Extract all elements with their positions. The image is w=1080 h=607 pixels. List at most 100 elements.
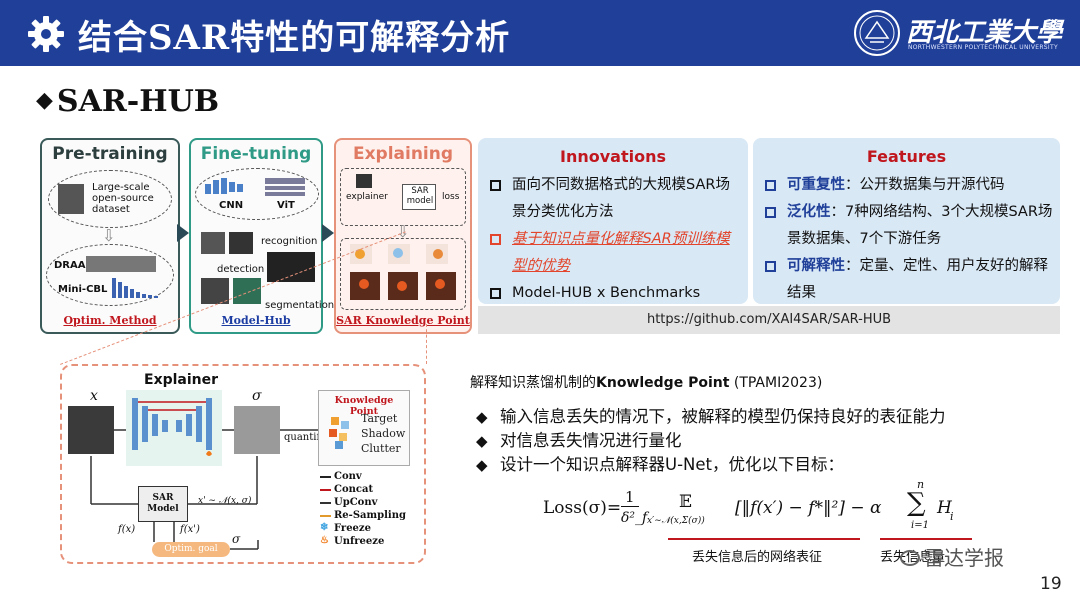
loss-label: loss — [442, 192, 460, 202]
feature-text: ：7种网络结构、3个大规模SAR场景数据集、7个下游任务 — [787, 204, 1053, 247]
input-image — [68, 406, 114, 454]
zoom-connector — [426, 324, 427, 364]
recognition-label: recognition — [261, 236, 318, 247]
explaining-stage: Explaining explainer SAR model loss ⇩ SA… — [334, 138, 472, 334]
sar-model-text: SAR Model — [147, 493, 179, 514]
draa-label: DRAA — [54, 260, 86, 271]
finetuning-footer: Model-Hub — [221, 314, 291, 327]
legend-label: Concat — [334, 484, 374, 495]
kp-item: Shadow — [361, 427, 406, 440]
dataset-label: Large-scale open-source dataset — [92, 182, 154, 215]
innovation-item: Model-HUB x Benchmarks — [488, 280, 742, 307]
diamond-bullet-icon: ◆ — [476, 408, 488, 426]
innovation-item: 基于知识点量化解释SAR预训练模型的优势 — [488, 226, 742, 280]
fxp-label: f(x') — [180, 524, 200, 535]
knowledge-point-box — [340, 238, 466, 310]
caption-prefix: 解释知识蒸馏机制的 — [470, 375, 596, 391]
segmentation-label: segmentation — [265, 300, 335, 311]
diamond-bullet-icon: ◆ — [476, 432, 488, 450]
sar-model-label: SAR model — [406, 186, 434, 206]
detection-label: detection — [217, 264, 265, 275]
university-name: 西北工業大學 — [906, 18, 1063, 48]
legend-item: ❄ Freeze — [320, 522, 406, 535]
formula-term: [‖f(x′) − f*‖²] − α — [735, 498, 882, 518]
cnn-diagram-icon — [205, 178, 243, 194]
section-title: SAR-HUB — [56, 84, 220, 119]
kp-item: Clutter — [361, 442, 401, 455]
explaining-title: Explaining — [352, 144, 454, 164]
explaining-footer: SAR Knowledge Point — [336, 314, 470, 327]
legend-swatch — [320, 502, 331, 504]
snowflake-icon: ❄ — [320, 522, 329, 533]
segmentation-thumbnail — [233, 278, 261, 304]
features-list: 可重复性：公开数据集与开源代码 泛化性：7种网络结构、3个大规模SAR场景数据集… — [763, 172, 1054, 307]
knowledge-point-thumbnails — [350, 244, 456, 300]
section-heading: ◆SAR-HUB — [36, 84, 219, 119]
bullet-item: ◆ 输入信息丢失的情况下，被解释的模型仍保持良好的表征能力 — [476, 405, 946, 429]
segmentation-thumbnail — [201, 278, 229, 304]
page-number: 19 — [1040, 574, 1062, 594]
explainer-label: explainer — [346, 192, 388, 202]
kp-title: Knowledge Point — [334, 395, 394, 417]
info-loss-underline — [880, 538, 972, 540]
diamond-bullet-icon: ◆ — [476, 456, 488, 474]
header-bar: 结合SAR特性的可解释分析 西北工業大學 NORTHWESTERN POLYTE… — [0, 0, 1080, 66]
bullet-text: 输入信息丢失的情况下，被解释的模型仍保持良好的表征能力 — [500, 407, 946, 426]
fx-label: f(x) — [118, 524, 136, 535]
github-link[interactable]: https://github.com/XAI4SAR/SAR-HUB — [478, 306, 1060, 334]
gear-icon — [28, 16, 64, 52]
innovation-text: Model-HUB x Benchmarks — [512, 285, 701, 301]
legend-label: Re-Sampling — [334, 510, 406, 521]
draa-thumbnails — [86, 256, 156, 272]
bullet-text: 设计一个知识点解释器U-Net，优化以下目标： — [500, 455, 844, 474]
formula-expect: 𝔼 — [679, 492, 692, 512]
bullet-item: ◆ 设计一个知识点解释器U-Net，优化以下目标： — [476, 453, 946, 477]
representation-note: 丢失信息后的网络表征 — [692, 550, 823, 565]
feature-item: 泛化性：7种网络结构、3个大规模SAR场景数据集、7个下游任务 — [763, 199, 1054, 253]
task-thumbnail — [229, 232, 253, 254]
explainer-sar-model: SAR Model — [138, 486, 188, 522]
sigma-label: σ — [252, 388, 262, 404]
feature-item: 可重复性：公开数据集与开源代码 — [763, 172, 1054, 199]
features-title: Features — [866, 147, 947, 166]
formula-frac-den: δ²_f — [621, 510, 648, 526]
knowledge-point-cluster-icon — [329, 417, 349, 449]
detection-thumbnail — [267, 252, 315, 282]
legend-item: Re-Sampling — [320, 509, 406, 522]
vit-label: ViT — [277, 200, 295, 211]
models-ellipse — [195, 168, 319, 220]
formula-sum: ∑ — [907, 488, 926, 518]
legend-item: UpConv — [320, 496, 406, 509]
formula-frac-num: 1 — [625, 488, 635, 506]
feature-item: 可解释性：定量、定性、用户友好的解释结果 — [763, 253, 1054, 307]
feature-key: 可解释性 — [787, 258, 845, 274]
checkbox-icon — [490, 180, 501, 191]
wechat-icon — [900, 550, 920, 566]
explainer-arrows — [90, 429, 318, 550]
legend-swatch — [320, 515, 331, 517]
checkbox-icon — [765, 180, 776, 191]
representation-underline — [668, 538, 860, 540]
bullet-text: 对信息丢失情况进行量化 — [500, 431, 682, 450]
flame-icon: ♨ — [320, 535, 329, 546]
knowledge-point-caption: 解释知识蒸馏机制的Knowledge Point (TPAMI2023) — [470, 372, 822, 392]
unet-diagram — [126, 390, 222, 466]
cnn-label: CNN — [219, 200, 244, 211]
operation-legend: Conv Concat UpConv Re-Sampling ❄Freeze ♨… — [320, 470, 406, 548]
kp-list: Target Shadow Clutter — [361, 411, 405, 456]
formula-h: H — [937, 498, 952, 518]
checkbox-icon — [490, 234, 501, 245]
feature-text: ：定量、定性、用户友好的解释结果 — [787, 258, 1048, 301]
innovation-item: 面向不同数据格式的大规模SAR场景分类优化方法 — [488, 172, 742, 226]
bullet-list: ◆ 输入信息丢失的情况下，被解释的模型仍保持良好的表征能力 ◆ 对信息丢失情况进行量… — [476, 405, 946, 477]
diamond-bullet-icon: ◆ — [36, 87, 53, 113]
fraction-bar — [621, 506, 639, 507]
checkbox-icon — [765, 261, 776, 272]
feature-key: 可重复性 — [787, 177, 845, 193]
legend-item: Concat — [320, 483, 406, 496]
input-x-label: x — [90, 388, 98, 404]
legend-label: Freeze — [334, 523, 371, 534]
checkbox-icon — [765, 207, 776, 218]
formula-expect-sub: x′∼𝒩(x,Σ(σ)) — [647, 516, 705, 526]
sar-model-box — [402, 184, 436, 210]
